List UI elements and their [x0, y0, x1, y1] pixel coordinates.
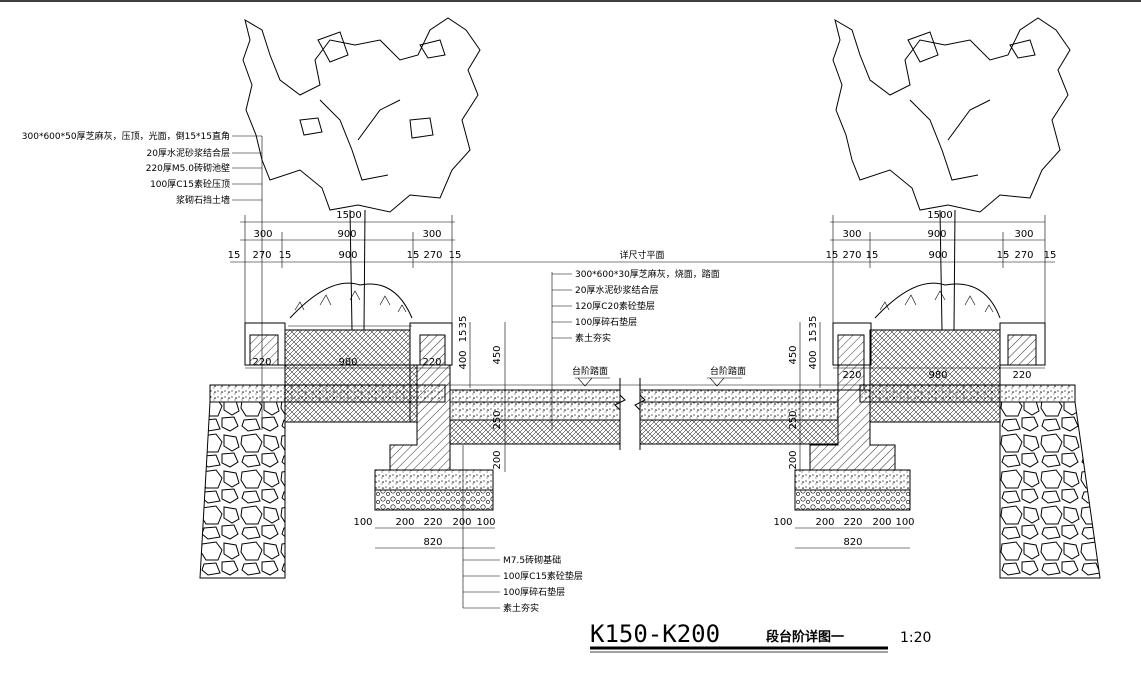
- dim-450-right: 450: [788, 345, 799, 364]
- dim-15-left-c: 15: [407, 250, 420, 261]
- step-label-left: 台阶踏面: [572, 365, 608, 377]
- note-center-5: 素土夯实: [575, 332, 611, 344]
- leader-bottom: [462, 445, 500, 609]
- dim-900b-left: 900: [338, 250, 357, 261]
- dim-220-right-c: 220: [843, 517, 862, 528]
- note-center-2: 20厚水泥砂浆结合层: [575, 284, 658, 296]
- dim-400-left: 400: [458, 350, 469, 369]
- note-center-4: 100厚碎石垫层: [575, 316, 637, 328]
- step-label-right: 台阶踏面: [710, 365, 746, 377]
- drawing-title-code: K150-K200: [590, 620, 720, 648]
- dim-total-left: 1500: [336, 210, 361, 221]
- dim-200-left-a: 200: [395, 517, 414, 528]
- dim-400-right: 400: [808, 350, 819, 369]
- dim-300-left-b: 300: [422, 229, 441, 240]
- dim-35-right: 35: [808, 316, 819, 329]
- break-lines: [614, 378, 646, 450]
- note-bottom-1: M7.5砖砌基础: [503, 554, 561, 566]
- note-left-1: 300*600*50厚芝麻灰，压顶，光面，倒15*15直角: [22, 130, 230, 142]
- note-center-1: 300*600*30厚芝麻灰，烧面，踏面: [575, 268, 720, 280]
- dim-450-left: 450: [492, 345, 503, 364]
- dim-15-left-a: 15: [228, 250, 241, 261]
- dim-300-right-b: 300: [1014, 229, 1033, 240]
- dim-200-left: 200: [492, 450, 503, 469]
- note-center-3: 120厚C20素砼垫层: [575, 300, 655, 312]
- dim-15-right-a: 15: [826, 250, 839, 261]
- note-bottom-3: 100厚碎石垫层: [503, 586, 565, 598]
- step-footing-right: [639, 389, 911, 511]
- dim-15-left-b: 15: [279, 250, 292, 261]
- dim-300-right-a: 300: [842, 229, 861, 240]
- dim-15-right-b: 15: [866, 250, 879, 261]
- retaining-wall-left: [199, 384, 446, 579]
- dimensions-right: [795, 215, 1046, 549]
- dim-200-right-b: 200: [872, 517, 891, 528]
- dimensions-left: [230, 215, 1055, 549]
- note-left-2: 20厚水泥砂浆结合层: [147, 147, 230, 159]
- dim-35-left: 35: [458, 316, 469, 329]
- dim-220-right-b: 220: [1012, 370, 1031, 381]
- step-footing-left: [374, 364, 621, 511]
- dim-15-left-d: 15: [449, 250, 462, 261]
- dim-15-left-v: 15: [458, 330, 469, 343]
- note-left-3: 220厚M5.0砖砌池壁: [146, 162, 230, 174]
- dim-total-right: 1500: [927, 210, 952, 221]
- dim-220-right-a: 220: [842, 370, 861, 381]
- drawing-title-text: 段台阶详图一: [766, 629, 844, 645]
- dim-900-right: 900: [927, 229, 946, 240]
- dim-15-right-d: 15: [1044, 250, 1057, 261]
- dim-270-right-b: 270: [1014, 250, 1033, 261]
- tree-right-symbol: [832, 17, 1071, 331]
- dim-900b-right: 900: [928, 250, 947, 261]
- dim-900-left: 900: [337, 229, 356, 240]
- dim-100-left-b: 100: [476, 517, 495, 528]
- retaining-wall-right: [859, 384, 1101, 579]
- planter-right: [832, 282, 1046, 423]
- dim-200-right-a: 200: [815, 517, 834, 528]
- leader-center: [551, 272, 572, 430]
- note-left-5: 浆砌石挡土墙: [176, 194, 230, 206]
- dim-220-left-c: 220: [423, 517, 442, 528]
- dim-100-left-a: 100: [353, 517, 372, 528]
- note-bottom-4: 素土夯实: [503, 602, 539, 614]
- dim-15-right-c: 15: [997, 250, 1010, 261]
- dim-270-right-a: 270: [842, 250, 861, 261]
- note-left-4: 100厚C15素砼压顶: [150, 178, 230, 190]
- note-bottom-2: 100厚C15素砼垫层: [503, 570, 583, 582]
- dim-820-left: 820: [423, 537, 442, 548]
- leader-left: [232, 135, 263, 430]
- dim-100-right-b: 100: [895, 517, 914, 528]
- dim-200-left-b: 200: [452, 517, 471, 528]
- dim-200-right: 200: [788, 450, 799, 469]
- dim-250-right: 250: [788, 410, 799, 429]
- drawing-scale: 1:20: [900, 630, 931, 646]
- dim-15-right-v: 15: [808, 330, 819, 343]
- dim-100-right-a: 100: [773, 517, 792, 528]
- dim-980-left: 980: [338, 357, 357, 368]
- dim-270-left-b: 270: [423, 250, 442, 261]
- dim-820-right: 820: [843, 537, 862, 548]
- plan-label: 详尺寸平面: [619, 249, 664, 261]
- tree-left-symbol: [242, 17, 481, 331]
- dim-980-right: 980: [928, 370, 947, 381]
- dim-250-left: 250: [492, 410, 503, 429]
- dim-300-left-a: 300: [253, 229, 272, 240]
- dim-220-left-b: 220: [422, 357, 441, 368]
